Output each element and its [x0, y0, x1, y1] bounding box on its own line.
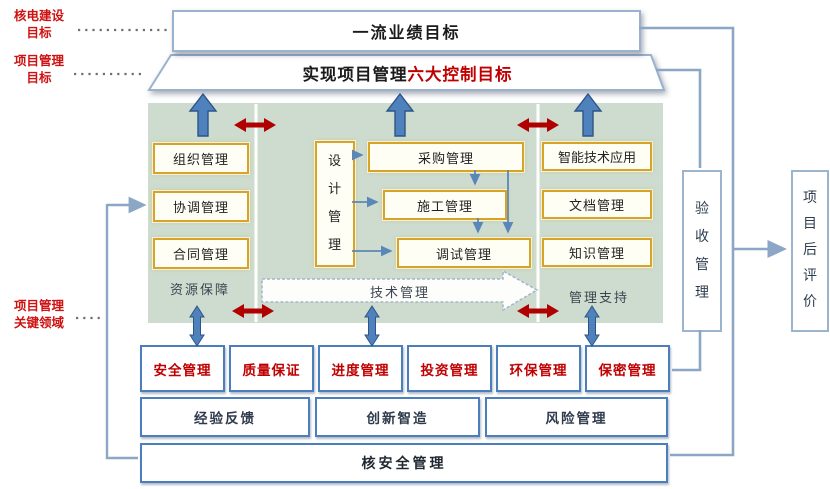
control-goal-prefix: 实现项目管理	[302, 65, 408, 84]
confidentiality-management-text: 保密管理	[598, 362, 657, 379]
management-support-label: 管理支持	[568, 291, 629, 306]
acceptance-to-confidentiality-connector	[672, 330, 702, 372]
contract-management-text: 合同管理	[172, 248, 229, 263]
safety-management-text: 安全管理	[153, 362, 212, 379]
key-areas-label: 项目管理 关键领域	[4, 298, 74, 332]
risk-management-box: 风险管理	[485, 397, 668, 437]
knowledge-management-text: 知识管理	[568, 247, 625, 262]
key-areas-line2: 关键领域	[13, 314, 64, 330]
procurement-management-box: 采购管理	[368, 142, 524, 172]
experience-feedback-text: 经验反馈	[194, 411, 256, 427]
acceptance-management-text: 验收管理	[695, 201, 709, 301]
risk-management-text: 风险管理	[545, 411, 608, 427]
support-row: 经验反馈 创新智造 风险管理	[140, 397, 668, 437]
document-management-text: 文档管理	[568, 199, 625, 214]
commissioning-management-text: 调试管理	[435, 247, 492, 263]
org-management-box: 组织管理	[153, 143, 249, 174]
smart-tech-application-text: 智能技术应用	[557, 151, 636, 166]
document-management-box: 文档管理	[542, 190, 652, 219]
contract-management-box: 合同管理	[153, 238, 249, 269]
quality-assurance-text: 质量保证	[242, 362, 301, 379]
acceptance-management-box: 验收管理	[682, 170, 722, 332]
commissioning-management-box: 调试管理	[397, 238, 531, 268]
nuclear-construction-goal-label: 核电建设 目标	[4, 8, 74, 42]
coordination-management-box: 协调管理	[153, 191, 249, 222]
control-row: 安全管理 质量保证 进度管理 投资管理 环保管理 保密管理	[140, 345, 670, 392]
nuclear-goal-line2: 目标	[26, 24, 52, 40]
resource-guarantee-label: 资源保障	[169, 283, 230, 298]
schedule-management-box: 进度管理	[318, 345, 403, 392]
procurement-management-text: 采购管理	[417, 151, 474, 167]
construction-management-text: 施工管理	[416, 199, 473, 215]
environment-management-box: 环保管理	[496, 345, 581, 392]
knowledge-management-box: 知识管理	[542, 238, 652, 267]
investment-management-box: 投资管理	[407, 345, 492, 392]
nuclear-safety-text: 核安全管理	[361, 456, 447, 472]
control-goal-highlight: 六大控制目标	[407, 65, 513, 84]
post-evaluation-box: 项目后评价	[791, 170, 829, 332]
performance-goal-text: 一流业绩目标	[352, 23, 461, 42]
post-evaluation-text: 项目后评价	[803, 190, 817, 310]
pm-goal-line2: 目标	[26, 69, 52, 85]
pm-goal-line1: 项目管理	[13, 53, 64, 68]
design-management-box: 设计管理	[315, 141, 355, 267]
innovation-manufacturing-text: 创新智造	[366, 411, 429, 427]
design-management-text: 设计管理	[328, 154, 343, 253]
construction-management-box: 施工管理	[383, 190, 507, 220]
left-bracket-line	[105, 204, 138, 460]
confidentiality-management-box: 保密管理	[585, 345, 670, 392]
tech-management-label: 技术管理	[369, 286, 430, 301]
nuclear-goal-line1: 核电建设	[13, 8, 64, 23]
org-management-text: 组织管理	[172, 153, 229, 168]
safety-management-box: 安全管理	[140, 345, 225, 392]
coordination-management-text: 协调管理	[172, 201, 229, 216]
smart-tech-application-box: 智能技术应用	[542, 142, 652, 171]
project-management-goal-label: 项目管理 目标	[4, 53, 74, 87]
innovation-manufacturing-box: 创新智造	[315, 397, 480, 437]
quality-assurance-box: 质量保证	[229, 345, 314, 392]
environment-management-text: 环保管理	[509, 362, 568, 379]
key-areas-line1: 项目管理	[13, 298, 64, 313]
nuclear-safety-box: 核安全管理	[140, 443, 668, 483]
experience-feedback-box: 经验反馈	[140, 397, 310, 437]
control-goal-text: 实现项目管理六大控制目标	[160, 58, 655, 88]
investment-management-text: 投资管理	[420, 362, 479, 379]
performance-goal-box: 一流业绩目标	[172, 10, 641, 52]
schedule-management-text: 进度管理	[331, 362, 390, 379]
